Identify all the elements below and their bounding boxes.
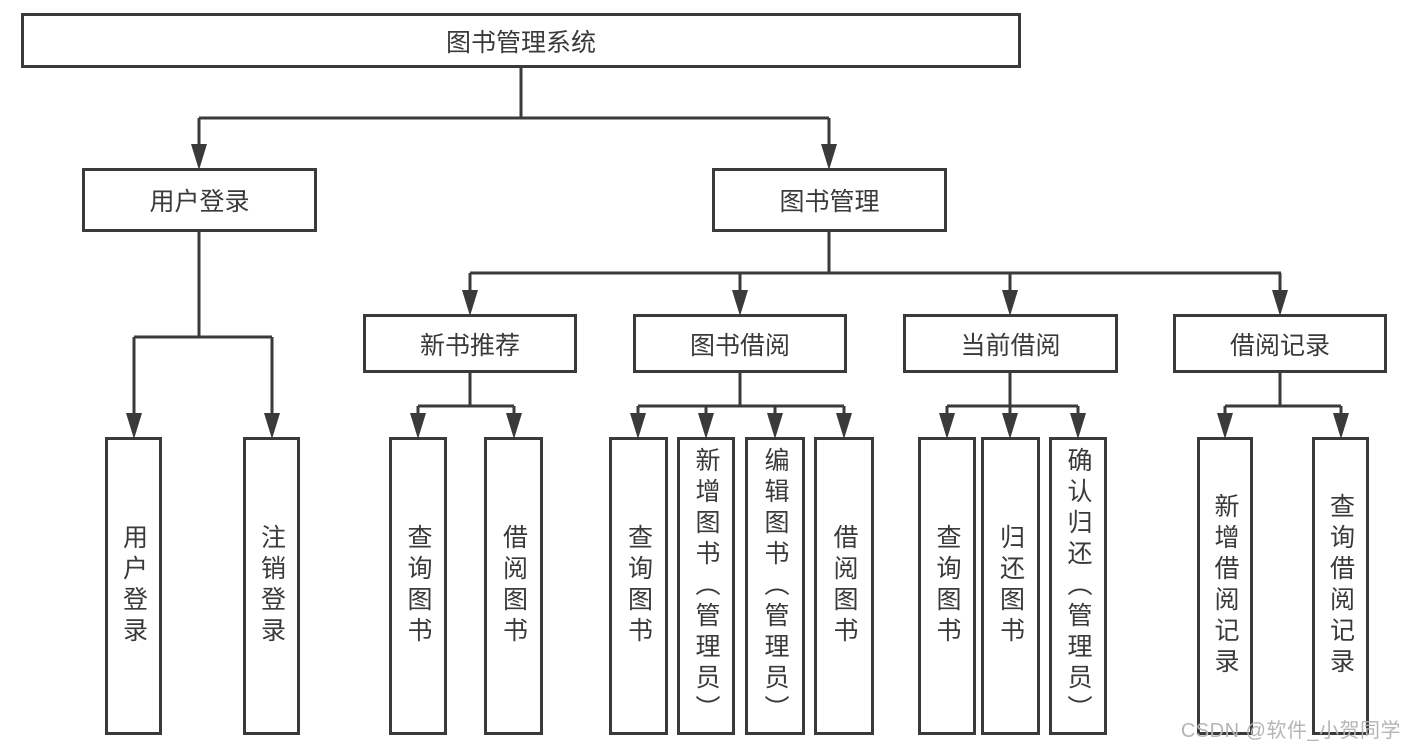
node-label: 归还图书 <box>996 524 1025 648</box>
node-label: 查询图书 <box>933 524 961 648</box>
node-book-management: 图书管理 <box>712 168 947 232</box>
node-label: 查询图书 <box>624 524 653 648</box>
leaf-borrow-add-books-admin: 新增图书（管理员） <box>677 437 735 735</box>
node-label: 查询借阅记录 <box>1326 493 1355 679</box>
leaf-current-query-books: 查询图书 <box>918 437 976 735</box>
leaf-borrow-query-books: 查询图书 <box>609 437 668 735</box>
node-label: 借阅图书 <box>499 524 528 648</box>
csdn-watermark: CSDN @软件_小贺同学 <box>1180 720 1401 742</box>
node-label: 图书管理系统 <box>445 28 596 57</box>
leaf-current-confirm-return-admin: 确认归还（管理员） <box>1049 437 1107 735</box>
leaf-newbook-query-books: 查询图书 <box>389 437 447 735</box>
node-book-borrowing: 图书借阅 <box>633 314 847 373</box>
node-label: 借阅图书 <box>830 524 858 648</box>
node-library-management-system: 图书管理系统 <box>21 13 1021 68</box>
node-current-borrowing: 当前借阅 <box>903 314 1118 373</box>
node-label: 新增图书（管理员） <box>692 446 720 726</box>
node-label: 注销登录 <box>257 524 286 648</box>
leaf-borrow-edit-books-admin: 编辑图书（管理员） <box>745 437 805 735</box>
leaf-records-add-record: 新增借阅记录 <box>1197 437 1253 735</box>
leaf-records-query-record: 查询借阅记录 <box>1312 437 1369 735</box>
node-label: 用户登录 <box>149 188 250 216</box>
node-label: 新增借阅记录 <box>1211 493 1239 679</box>
leaf-user-login: 用户登录 <box>105 437 162 735</box>
node-user-login: 用户登录 <box>82 168 317 232</box>
leaf-current-return-books: 归还图书 <box>981 437 1040 735</box>
node-label: 当前借阅 <box>960 331 1061 360</box>
leaf-logout: 注销登录 <box>243 437 300 735</box>
node-label: 图书管理 <box>779 188 880 216</box>
node-label: 借阅记录 <box>1229 331 1330 360</box>
leaf-borrow-borrow-books: 借阅图书 <box>814 437 874 735</box>
node-label: 用户登录 <box>119 524 148 648</box>
node-label: 图书借阅 <box>689 331 790 360</box>
node-label: 新书推荐 <box>419 331 520 360</box>
node-new-book-recommendation: 新书推荐 <box>363 314 577 373</box>
arrowheads <box>126 144 1349 439</box>
node-label: 确认归还（管理员） <box>1064 446 1092 726</box>
node-label: 编辑图书（管理员） <box>761 446 789 726</box>
leaf-newbook-borrow-books: 借阅图书 <box>484 437 543 735</box>
node-borrowing-records: 借阅记录 <box>1173 314 1387 373</box>
node-label: 查询图书 <box>404 524 432 648</box>
